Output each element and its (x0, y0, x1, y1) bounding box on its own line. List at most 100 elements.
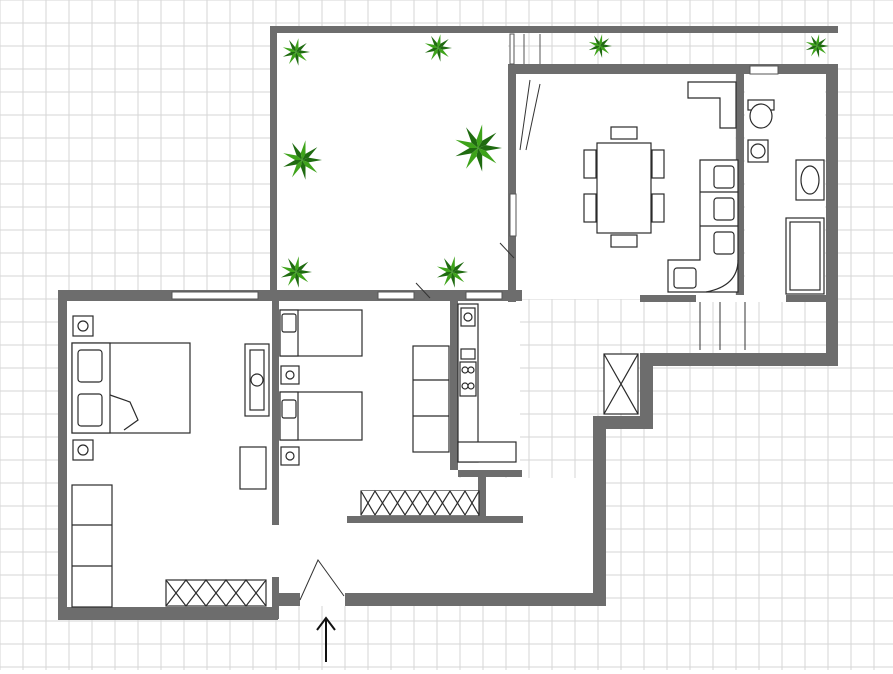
plant-leaf (288, 272, 296, 286)
opening (279, 516, 347, 523)
plant-leaf (599, 46, 603, 58)
plant-leaf (300, 160, 306, 180)
l-shaped-sofa (667, 159, 739, 293)
bathroom-sink (795, 159, 825, 201)
cabinet (687, 81, 737, 129)
plant-leaf (283, 153, 302, 161)
plant-leaf (816, 34, 820, 46)
opening (272, 525, 279, 577)
door-leaf (519, 79, 531, 151)
wall (593, 416, 653, 429)
plant-leaf (296, 261, 309, 272)
opening (300, 593, 345, 606)
plant-leaf (282, 51, 296, 57)
plant-leaf (300, 140, 306, 160)
twin-bed (279, 309, 363, 357)
nightstand (280, 446, 300, 466)
plant-leaf (437, 48, 441, 62)
plant-leaf (289, 39, 296, 52)
plant-icon (424, 34, 452, 62)
plant-leaf (476, 148, 483, 172)
wall (345, 593, 606, 606)
plant-leaf (438, 46, 452, 50)
door-leaf (525, 83, 541, 151)
plant-leaf (805, 45, 817, 51)
plant-leaf (436, 266, 452, 273)
plant-leaf (588, 45, 600, 51)
plant-icon (455, 124, 502, 172)
plant-leaf (424, 47, 438, 53)
plant-leaf (594, 35, 600, 46)
room-terrace (276, 33, 508, 295)
wall (272, 295, 279, 525)
plant-leaf (295, 38, 299, 52)
plant-leaf (302, 157, 322, 163)
wall (58, 290, 67, 620)
plant-leaf (805, 41, 817, 47)
wall (278, 593, 300, 606)
plant-leaf (296, 52, 307, 61)
plant-leaf (424, 43, 438, 49)
plant-leaf (296, 272, 309, 283)
wall (736, 74, 744, 296)
plant-leaf (451, 272, 455, 288)
plant-leaf (600, 44, 612, 48)
plant-leaf (452, 270, 468, 274)
wall (640, 295, 740, 302)
nightstand (72, 439, 94, 461)
plant-leaf (431, 35, 438, 48)
plant-leaf (444, 258, 452, 272)
wall (458, 470, 522, 477)
wall (58, 607, 278, 620)
window (509, 33, 515, 65)
plant-leaf (455, 147, 478, 157)
plant-icon (282, 38, 310, 66)
desk (244, 343, 270, 417)
wall (270, 26, 277, 298)
wall (826, 64, 838, 366)
wall (58, 290, 522, 301)
windows (171, 33, 779, 300)
plant-leaf (302, 160, 318, 173)
plant-leaf (288, 258, 296, 272)
plant-icon (283, 140, 322, 180)
plant-leaf (817, 46, 827, 54)
toilet (747, 99, 775, 129)
plant-leaf (817, 44, 829, 48)
plant-leaf (438, 48, 449, 57)
wall (450, 295, 458, 470)
kitchen-counter (457, 303, 517, 463)
plant-leaf (296, 43, 307, 52)
plant-leaf (280, 271, 296, 278)
plant-leaf (455, 139, 478, 149)
door-swings (299, 79, 746, 601)
wall (478, 470, 486, 520)
plant-leaf (466, 148, 478, 169)
plant-icon (588, 34, 612, 58)
plants (280, 34, 829, 288)
entrance-door (299, 559, 345, 601)
plant-leaf (283, 159, 302, 167)
shower (785, 217, 825, 295)
plant-leaf (594, 46, 600, 57)
sofa (412, 345, 450, 453)
plant-leaf (280, 266, 296, 273)
nightstand (72, 315, 94, 337)
plant-leaf (478, 148, 497, 164)
plant-leaf (476, 124, 483, 148)
plant-leaf (478, 132, 497, 148)
wall (508, 64, 516, 302)
window (749, 65, 779, 75)
storage-box (603, 353, 639, 415)
plant-icon (436, 256, 468, 288)
plant-leaf (295, 272, 299, 288)
plant-leaf (444, 272, 452, 286)
window (509, 193, 517, 237)
double-bed (71, 342, 191, 434)
plant-leaf (452, 272, 465, 283)
walls (58, 26, 838, 620)
plant-leaf (292, 160, 302, 178)
plant-leaf (431, 48, 438, 61)
